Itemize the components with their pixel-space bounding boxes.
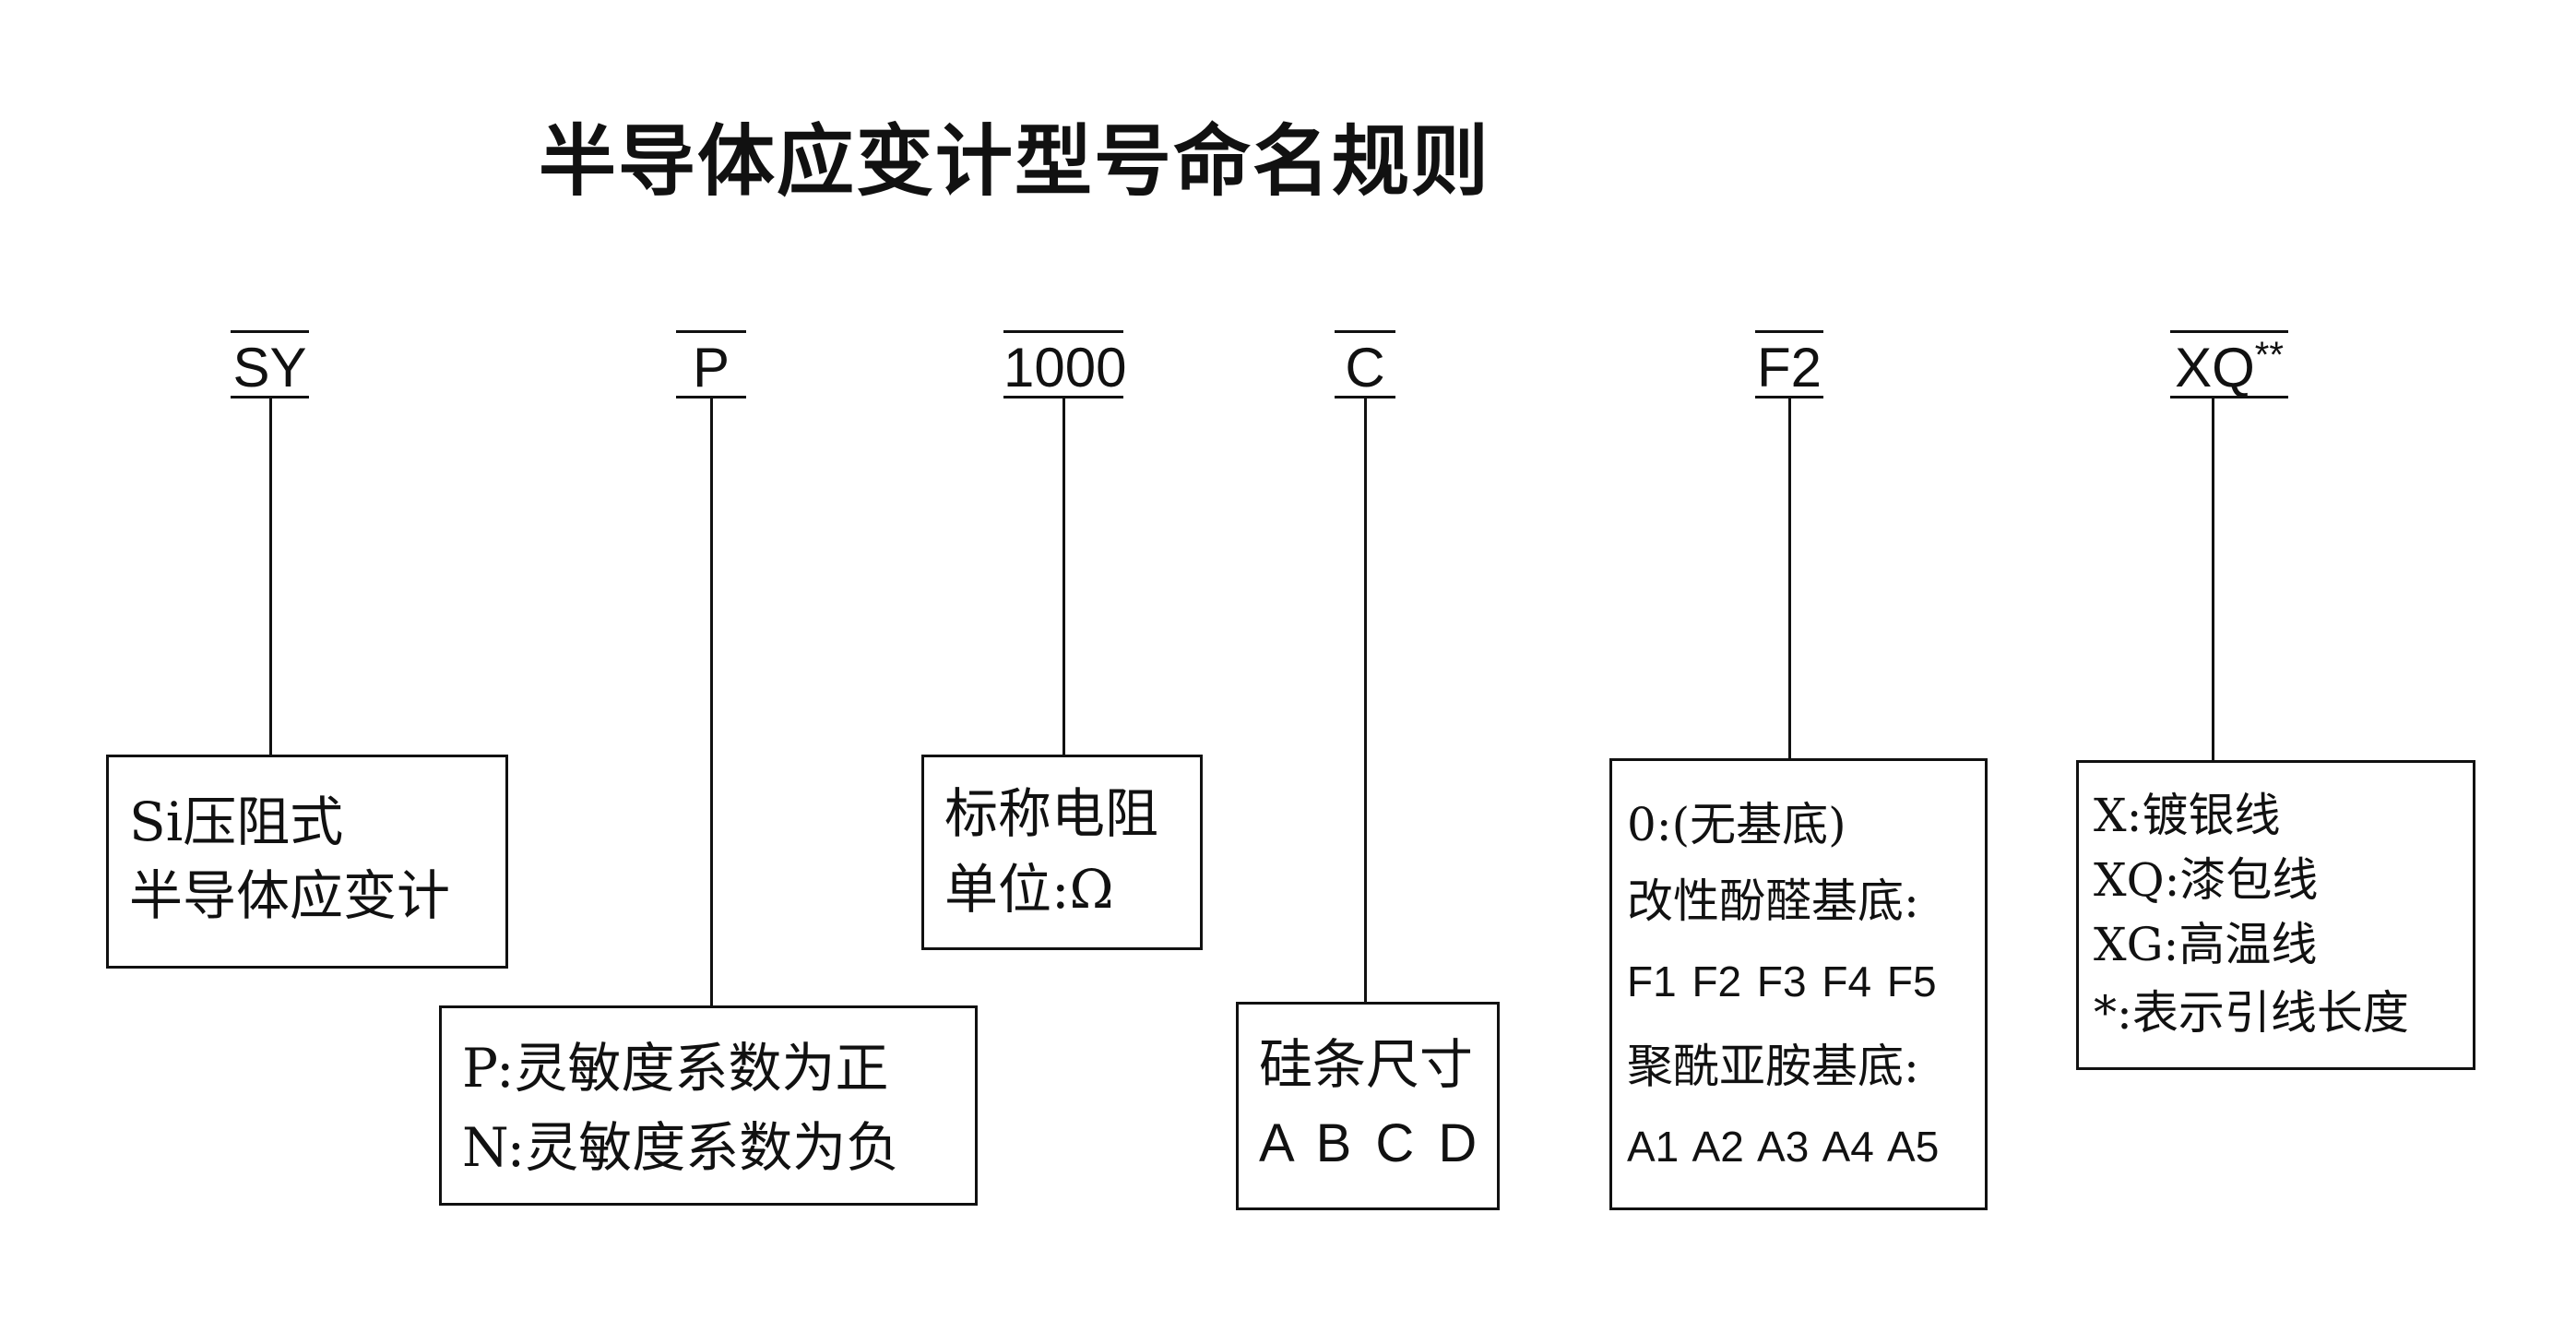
box-c-description: 硅条尺寸 A B C D xyxy=(1236,1002,1500,1210)
code-p-text: P xyxy=(692,337,730,398)
box-f2-line-4: 聚酰亚胺基底: xyxy=(1627,1040,1919,1093)
connector-sy xyxy=(269,397,272,757)
code-resistance: 1000 xyxy=(1003,330,1127,398)
box-p-description: P:灵敏度系数为正 N:灵敏度系数为负 xyxy=(439,1005,978,1206)
box-resistance-line-2: 单位:Ω xyxy=(944,858,1114,921)
code-xq-suffix: ** xyxy=(2254,335,2284,375)
box-xq-line-2: XQ:漆包线 xyxy=(2094,853,2319,907)
connector-resistance xyxy=(1062,397,1065,757)
code-sy-text: SY xyxy=(232,337,307,398)
box-resistance-description: 标称电阻 单位:Ω xyxy=(921,755,1203,950)
code-resistance-text: 1000 xyxy=(1003,337,1127,398)
box-xq-line-1: X:镀银线 xyxy=(2094,789,2281,842)
box-c-line-1: 硅条尺寸 xyxy=(1259,1033,1474,1096)
box-xq-line-3: XG:高温线 xyxy=(2094,918,2318,971)
box-f2-line-3: F1 F2 F3 F4 F5 xyxy=(1627,957,1937,1005)
box-p-line-2: N:灵敏度系数为负 xyxy=(462,1116,900,1179)
connector-c xyxy=(1364,397,1367,1005)
connector-p xyxy=(710,397,713,1009)
box-sy-description: Si压阻式 半导体应变计 xyxy=(106,755,508,969)
box-sy-line-1: Si压阻式 xyxy=(129,791,344,853)
box-c-line-2: A B C D xyxy=(1259,1113,1478,1173)
code-xq: XQ** xyxy=(2170,330,2288,398)
box-f2-line-1: 0:(无基底) xyxy=(1627,798,1846,851)
code-f2: F2 xyxy=(1755,330,1823,398)
box-sy-line-2: 半导体应变计 xyxy=(129,864,451,927)
diagram-title: 半导体应变计型号命名规则 xyxy=(538,116,1490,207)
code-f2-text: F2 xyxy=(1756,337,1822,398)
connector-f2 xyxy=(1788,397,1791,761)
code-c-text: C xyxy=(1345,337,1385,398)
code-sy: SY xyxy=(231,330,309,398)
box-xq-description: X:镀银线 XQ:漆包线 XG:高温线 *:表示引线长度 xyxy=(2076,760,2475,1070)
box-f2-description: 0:(无基底) 改性酚醛基底: F1 F2 F3 F4 F5 聚酰亚胺基底: A… xyxy=(1609,758,1988,1210)
code-c: C xyxy=(1335,330,1395,398)
connector-xq xyxy=(2212,397,2214,761)
code-xq-text: XQ xyxy=(2175,337,2255,398)
code-p: P xyxy=(676,330,746,398)
box-f2-line-2: 改性酚醛基底: xyxy=(1627,874,1919,928)
box-xq-line-4: *:表示引线长度 xyxy=(2094,986,2409,1040)
box-resistance-line-1: 标称电阻 xyxy=(944,782,1159,845)
box-p-line-1: P:灵敏度系数为正 xyxy=(462,1037,889,1100)
box-f2-line-5: A1 A2 A3 A4 A5 xyxy=(1627,1123,1940,1171)
